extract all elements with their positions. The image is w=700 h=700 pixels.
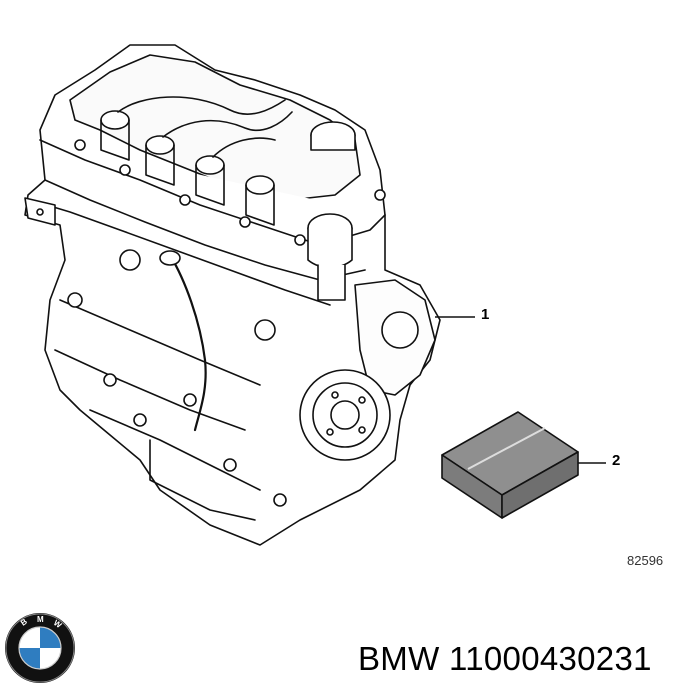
svg-text:W: W	[52, 618, 64, 630]
parts-box-illustration	[441, 411, 579, 519]
svg-text:B: B	[19, 617, 29, 628]
svg-text:M: M	[37, 615, 44, 624]
callout-label-2: 2	[612, 452, 621, 469]
part-number: 11000430231	[449, 640, 652, 677]
brand-name: BMW	[358, 640, 440, 677]
callout-label-1: 1	[481, 306, 490, 323]
part-caption: BMW 11000430231	[358, 640, 652, 678]
bmw-logo-icon: B M W	[5, 613, 75, 683]
engine-illustration	[24, 44, 441, 546]
diagram-number: 82596	[627, 553, 664, 568]
